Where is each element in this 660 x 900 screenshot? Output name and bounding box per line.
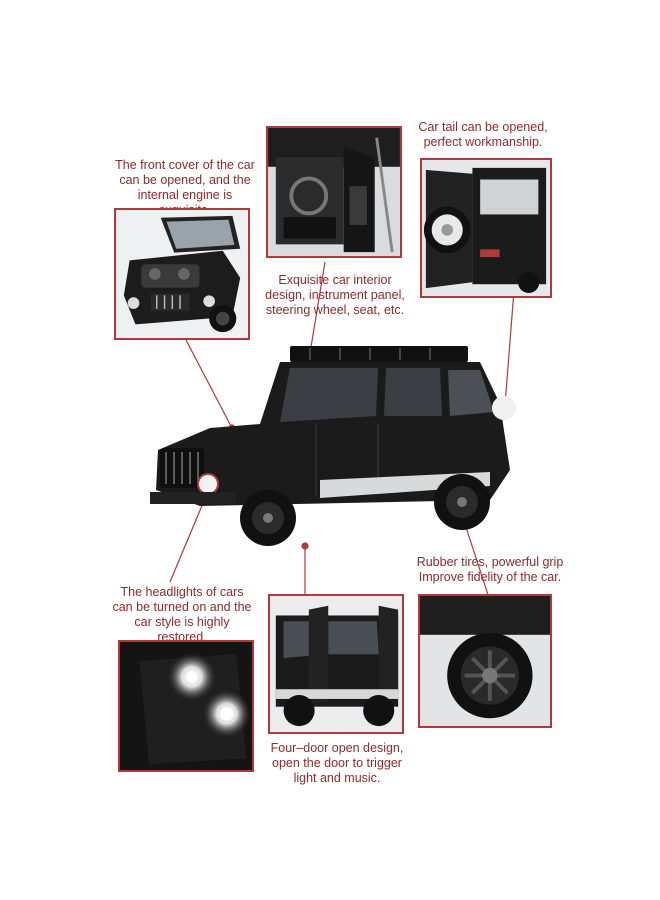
tail-illustration	[422, 160, 550, 296]
photo-engine-hood-open	[114, 208, 250, 340]
caption-interior: Exquisite car interior design, instrumen…	[265, 273, 405, 317]
caption-doors: Four–door open design, open the door to …	[270, 741, 404, 785]
tire-illustration	[420, 596, 550, 726]
caption-tail: Car tail can be opened, perfect workmans…	[418, 120, 548, 149]
photo-tire-closeup	[418, 594, 552, 728]
headlights-illustration	[120, 642, 252, 770]
photo-doors-open	[268, 594, 404, 734]
main-car-image	[140, 340, 530, 550]
caption-headlights: The headlights of cars can be turned on …	[112, 585, 252, 644]
caption-tires: Rubber tires, powerful grip Improve fide…	[416, 555, 564, 584]
engine-illustration	[116, 210, 248, 338]
photo-tail-open	[420, 158, 552, 298]
car-illustration	[150, 346, 516, 546]
interior-illustration	[268, 128, 400, 256]
doors-illustration	[270, 596, 402, 732]
photo-headlights	[118, 640, 254, 772]
photo-interior	[266, 126, 402, 258]
